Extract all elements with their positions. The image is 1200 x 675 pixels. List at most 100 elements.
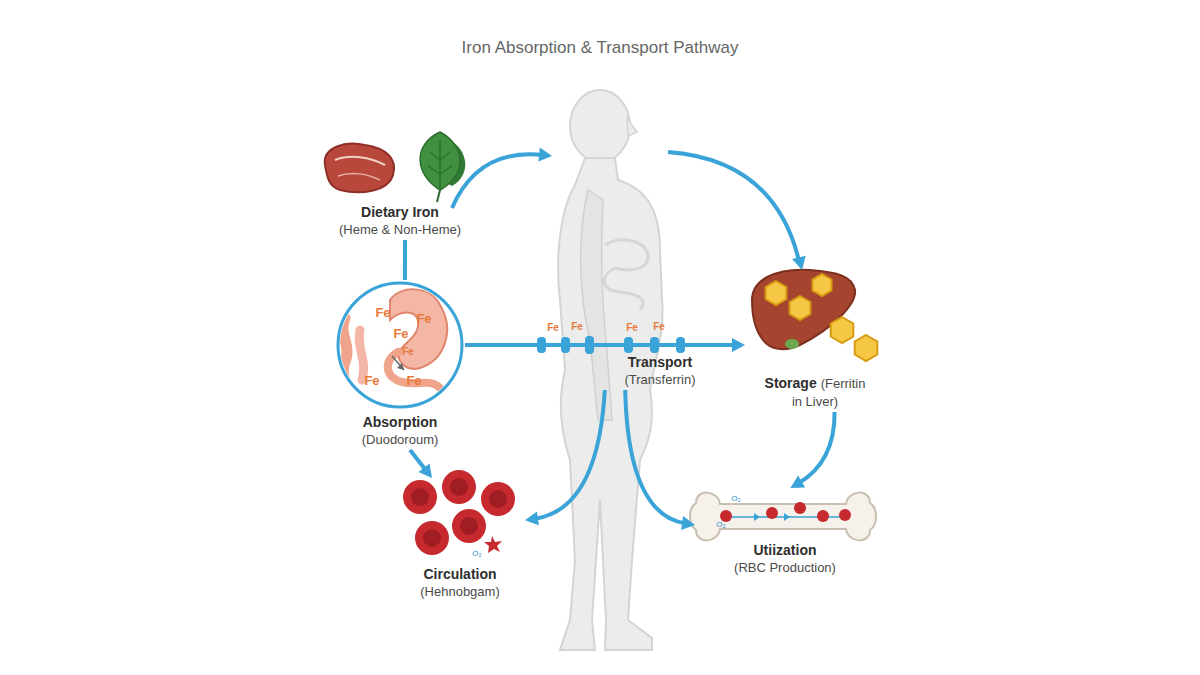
connector-line xyxy=(534,390,605,519)
node-subtitle: (RBC Production) xyxy=(734,559,836,576)
steak-icon-part xyxy=(335,157,385,165)
flow-connector xyxy=(720,338,745,352)
connector-line xyxy=(403,240,407,280)
arrow-head xyxy=(790,475,805,488)
steak-icon-part xyxy=(338,173,380,180)
duodenum-inset-part-part xyxy=(343,318,350,408)
bone-icon-part xyxy=(817,510,829,522)
station-node: Absorption(Duodoroum) xyxy=(335,280,465,450)
connector-line xyxy=(798,412,834,483)
iron-symbol: Fe xyxy=(547,322,559,333)
station-node: Transport(Transferrin) xyxy=(600,338,720,390)
red-blood-cells-part xyxy=(484,536,502,553)
bone-icon-part xyxy=(690,493,876,541)
duodenum-inset-part xyxy=(343,289,447,408)
oxygen-symbol: O₂ xyxy=(731,494,740,503)
red-blood-cells xyxy=(403,470,515,555)
node-subtitle: (Duodoroum) xyxy=(362,431,439,448)
iron-symbol: Fe xyxy=(406,373,421,388)
flow-connector xyxy=(625,390,695,530)
red-blood-cells-part xyxy=(442,470,476,504)
red-blood-cells-part xyxy=(450,478,468,496)
flow-arc-part xyxy=(452,154,543,208)
duodenum-inset xyxy=(338,283,462,408)
duodenum-inset-part-part xyxy=(390,289,447,368)
iron-symbol: Fe xyxy=(416,311,431,326)
flow-arc-part xyxy=(668,152,799,261)
iron-symbol: Fe xyxy=(364,373,379,388)
red-blood-cells-part xyxy=(411,488,429,506)
human-silhouette-part xyxy=(558,158,662,650)
node-heading: Utiization xyxy=(754,542,817,559)
steak-icon xyxy=(325,144,394,193)
human-silhouette-part xyxy=(627,118,637,136)
bone-icon-part xyxy=(839,509,851,521)
arrow-head xyxy=(732,338,745,352)
red-blood-cells-part xyxy=(460,517,478,535)
transferrin-capsule xyxy=(537,336,685,354)
ferritin-hexagon-part xyxy=(766,281,787,305)
bone-icon-part xyxy=(794,502,806,514)
node-heading: Absorption xyxy=(363,414,438,431)
node-subtitle: (Hehnobgam) xyxy=(420,583,500,600)
node-subtitle: (Heme & Non-Heme) xyxy=(339,221,461,238)
station-node: Dietary Iron(Heme & Non-Heme) xyxy=(330,125,470,240)
red-blood-cells-part xyxy=(403,480,437,514)
connector-line xyxy=(625,390,686,524)
ferritin-hexagon-part xyxy=(790,296,811,320)
iron-symbol: Fe xyxy=(571,321,583,332)
flow-arc-part xyxy=(792,256,806,270)
liver-icon xyxy=(752,270,855,349)
iron-symbol: Fe xyxy=(653,321,665,332)
duodenum-inset-part-part xyxy=(359,330,364,380)
node-heading: Dietary Iron xyxy=(361,204,439,221)
arrow-head xyxy=(681,516,695,530)
flow-connector xyxy=(525,390,605,525)
flow-arc xyxy=(452,148,806,270)
ferritin-hexagon-part xyxy=(831,317,854,343)
bone-icon-part xyxy=(766,507,778,519)
ferritin-hexagon xyxy=(766,274,878,361)
transferrin-capsule-part xyxy=(561,337,570,353)
station-node: Circulation(Hehnobgam) xyxy=(395,478,525,602)
flow-connector xyxy=(404,240,405,280)
duodenum-inset-part-part xyxy=(392,356,404,370)
flow-connector xyxy=(790,412,834,488)
transferrin-capsule-part xyxy=(650,337,659,353)
human-silhouette-part xyxy=(570,90,630,162)
station-node: Storage(Ferritin in Liver) xyxy=(745,265,885,412)
transport-line-part xyxy=(465,343,742,347)
connector-line xyxy=(465,343,600,347)
transferrin-capsule-part xyxy=(537,337,546,353)
flow-connector xyxy=(410,450,432,478)
spinach-icon-part xyxy=(420,132,460,190)
arrow-head xyxy=(419,463,433,478)
duodenum-inset-part-part xyxy=(388,352,440,388)
iron-symbol: Fe xyxy=(375,305,390,320)
red-blood-cells-part xyxy=(481,482,515,516)
bone-icon xyxy=(690,493,876,541)
iron-symbol: Fe xyxy=(393,326,408,341)
red-blood-cells-part xyxy=(452,509,486,543)
red-blood-cells-part xyxy=(423,529,441,547)
spinach-icon-part xyxy=(428,140,452,190)
duodenum-inset-part xyxy=(338,283,462,407)
iron-symbol: Fe xyxy=(402,346,414,357)
steak-icon-part xyxy=(325,144,394,193)
transferrin-capsule-part xyxy=(624,337,633,353)
node-heading: Storage xyxy=(765,375,817,391)
liver-icon-part xyxy=(785,339,799,349)
duodenum-inset-part-part xyxy=(397,363,404,370)
oxygen-symbol: O₂ xyxy=(472,549,481,558)
diagram-title: Iron Absorption & Transport Pathway xyxy=(0,38,1200,58)
liver-icon-part xyxy=(752,270,855,349)
ferritin-hexagon-part xyxy=(813,274,832,296)
ferritin-hexagon-part xyxy=(855,335,878,361)
iron-symbol: Fe xyxy=(626,322,638,333)
